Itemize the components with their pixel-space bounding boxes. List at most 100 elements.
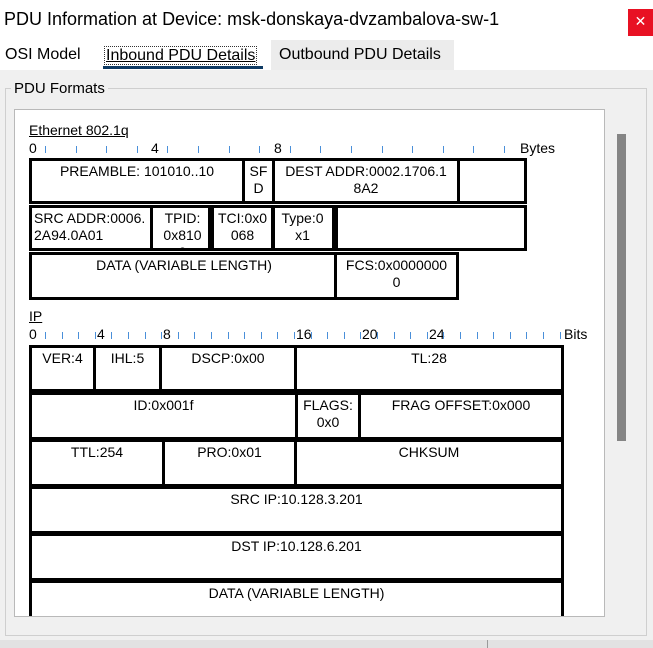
field-ihl: IHL:5 <box>93 345 162 392</box>
ruler-tick <box>311 332 312 339</box>
pdu-formats-group <box>5 88 647 636</box>
bottom-divider <box>487 640 488 648</box>
field-tl: TL:28 <box>294 345 564 392</box>
ruler-tick <box>228 332 229 339</box>
ruler-tick <box>277 332 278 339</box>
ruler-tick <box>290 146 291 153</box>
ruler-tick <box>510 332 511 339</box>
field-src-ip: SRC IP:10.128.3.201 <box>29 486 564 534</box>
ruler-tick <box>526 332 527 339</box>
ruler-tick <box>294 332 295 339</box>
field-src-addr: SRC ADDR:0006.2A94.0A01 <box>29 205 153 251</box>
close-icon: ✕ <box>634 14 647 30</box>
ruler-tick <box>504 146 505 153</box>
ruler-tick <box>78 332 79 339</box>
group-label: PDU Formats <box>11 80 108 97</box>
ruler-tick <box>167 146 168 153</box>
field-dest-addr: DEST ADDR:0002.1706.18A2 <box>272 158 460 204</box>
ruler-label: 20 <box>362 326 378 342</box>
ruler-tick <box>145 332 146 339</box>
bottom-strip <box>0 640 653 648</box>
field-ver: VER:4 <box>29 345 96 392</box>
ruler-tick <box>198 146 199 153</box>
field-fcs: FCS:0x00000000 <box>334 252 459 300</box>
close-button[interactable]: ✕ <box>628 9 653 36</box>
tab-label: Outbound PDU Details <box>279 46 441 63</box>
field-pro: PRO:0x01 <box>162 439 297 487</box>
field-sfd: SFD <box>242 158 275 204</box>
ruler-tick <box>76 146 77 153</box>
ruler-tick <box>360 332 361 339</box>
field-frag-offset: FRAG OFFSET:0x000 <box>358 392 564 440</box>
ruler-tick <box>161 332 162 339</box>
tab-label: Inbound PDU Details <box>104 46 258 65</box>
ruler-tick <box>344 332 345 339</box>
ruler-tick <box>382 146 383 153</box>
window-title: PDU Information at Device: msk-donskaya-… <box>4 9 500 29</box>
ruler-tick <box>211 332 212 339</box>
ruler-tick <box>62 332 63 339</box>
ruler-tick <box>412 146 413 153</box>
ruler-tick <box>351 146 352 153</box>
ruler-label: 8 <box>274 140 282 156</box>
ip-header-title: IP <box>29 308 43 324</box>
vertical-scrollbar-thumb[interactable] <box>617 134 626 441</box>
ruler-label: 24 <box>429 326 445 342</box>
tab-inbound-pdu-details[interactable]: Inbound PDU Details <box>95 40 271 70</box>
ruler-tick <box>443 146 444 153</box>
tab-bar-filler <box>454 40 653 70</box>
ruler-tick <box>320 146 321 153</box>
ruler-tick <box>460 332 461 339</box>
field-type-cont <box>335 205 527 251</box>
ruler-tick <box>493 332 494 339</box>
selected-tab-indicator <box>103 66 263 69</box>
field-dscp: DSCP:0x00 <box>159 345 297 392</box>
field-chksum: CHKSUM <box>294 439 564 487</box>
tab-outbound-pdu-details[interactable]: Outbound PDU Details <box>271 40 454 70</box>
ruler-tick <box>244 332 245 339</box>
ruler-tick <box>45 146 46 153</box>
ruler-tick <box>137 146 138 153</box>
ruler-unit: Bytes <box>520 140 556 156</box>
field-tpid: TPID:0x8100 <box>150 205 211 251</box>
ruler-tick <box>443 332 444 339</box>
ruler-tick <box>327 332 328 339</box>
ruler-label: 16 <box>296 326 312 342</box>
field-ttl: TTL:254 <box>29 439 165 487</box>
tab-label: OSI Model <box>5 46 81 63</box>
ruler-tick <box>128 332 129 339</box>
ruler-tick <box>543 332 544 339</box>
field-tci: TCI:0x0068 <box>211 205 274 251</box>
ruler-tick <box>261 332 262 339</box>
field-data: DATA (VARIABLE LENGTH) <box>29 252 339 300</box>
ruler-tick <box>377 332 378 339</box>
ruler-tick <box>229 146 230 153</box>
ruler-label: 0 <box>29 140 37 156</box>
field-preamble: PREAMBLE: 101010..10 <box>29 158 245 204</box>
ruler-tick <box>394 332 395 339</box>
ruler-tick <box>111 332 112 339</box>
ruler-label: 4 <box>151 140 159 156</box>
field-flags: FLAGS:0x0 <box>295 392 361 440</box>
ruler-tick <box>560 332 561 339</box>
ruler-tick <box>178 332 179 339</box>
ruler-tick <box>477 332 478 339</box>
ruler-tick <box>45 332 46 339</box>
field-dst-ip: DST IP:10.128.6.201 <box>29 533 564 581</box>
ruler-tick <box>194 332 195 339</box>
ruler-tick <box>427 332 428 339</box>
field-id: ID:0x001f <box>29 392 298 440</box>
field-dest-addr-cont <box>457 158 527 204</box>
field-ip-data: DATA (VARIABLE LENGTH) <box>29 580 564 616</box>
title-bar: PDU Information at Device: msk-donskaya-… <box>0 0 653 40</box>
ruler-unit: Bits <box>564 326 588 342</box>
ethernet-header-title: Ethernet 802.1q <box>29 122 129 138</box>
tab-osi-model[interactable]: OSI Model <box>0 40 95 70</box>
ruler-tick <box>473 146 474 153</box>
field-type: Type:0x1 <box>272 205 335 251</box>
tab-bar: OSI Model Inbound PDU Details Outbound P… <box>0 40 653 70</box>
ruler-label: 0 <box>29 326 37 342</box>
pdu-format-view: Ethernet 802.1q 0 4 8 Bytes PREAMBLE: 10… <box>14 109 605 617</box>
ruler-tick <box>259 146 260 153</box>
ruler-label: 8 <box>163 326 171 342</box>
